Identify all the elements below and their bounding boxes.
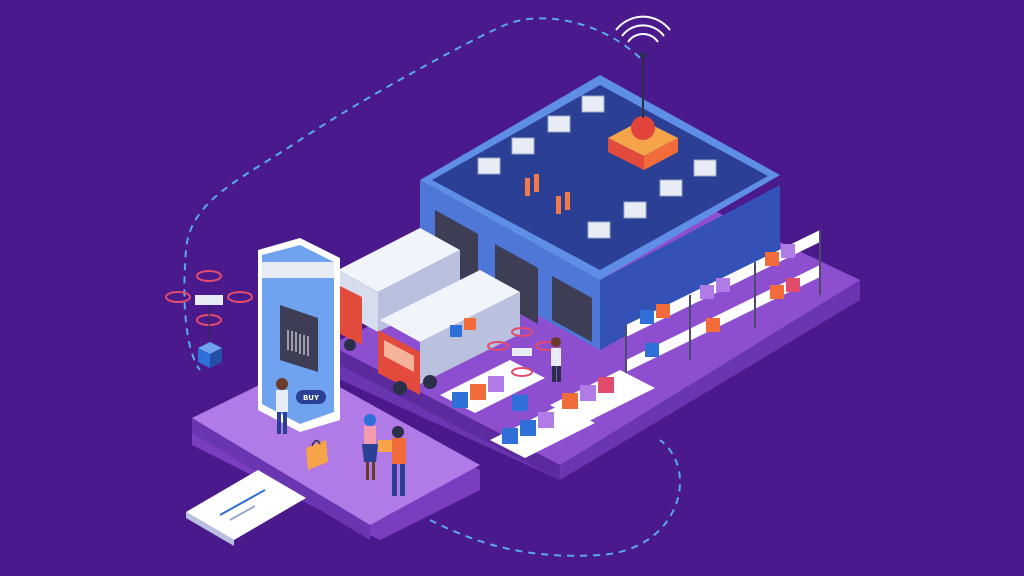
buy-button-label: BUY [303, 394, 320, 402]
drone-icon [165, 270, 253, 340]
woman-person [362, 414, 378, 480]
shopping-bag-icon [306, 439, 328, 470]
roof-vents [477, 95, 717, 239]
roof-beacon [608, 52, 678, 170]
dashed-delivery-path [183, 17, 641, 371]
shelf-boxes [640, 244, 800, 357]
floor-boxes [440, 360, 655, 458]
wifi-signal-icon [615, 15, 671, 43]
storage-shelves [625, 230, 821, 390]
dashed-delivery-path-bottom [429, 439, 681, 557]
smartphone: BUY [258, 238, 340, 432]
roof-pipes [525, 174, 570, 214]
buy-button: BUY [296, 390, 326, 404]
worker-person [551, 337, 561, 382]
barcode-icon [287, 330, 309, 356]
courier-person [378, 426, 406, 496]
box-icon [198, 342, 222, 368]
drone-icon [487, 327, 557, 377]
customer-person [276, 378, 288, 434]
delivery-truck-icon [378, 270, 520, 395]
garage-door [552, 276, 592, 342]
credit-card-icon [186, 470, 306, 546]
